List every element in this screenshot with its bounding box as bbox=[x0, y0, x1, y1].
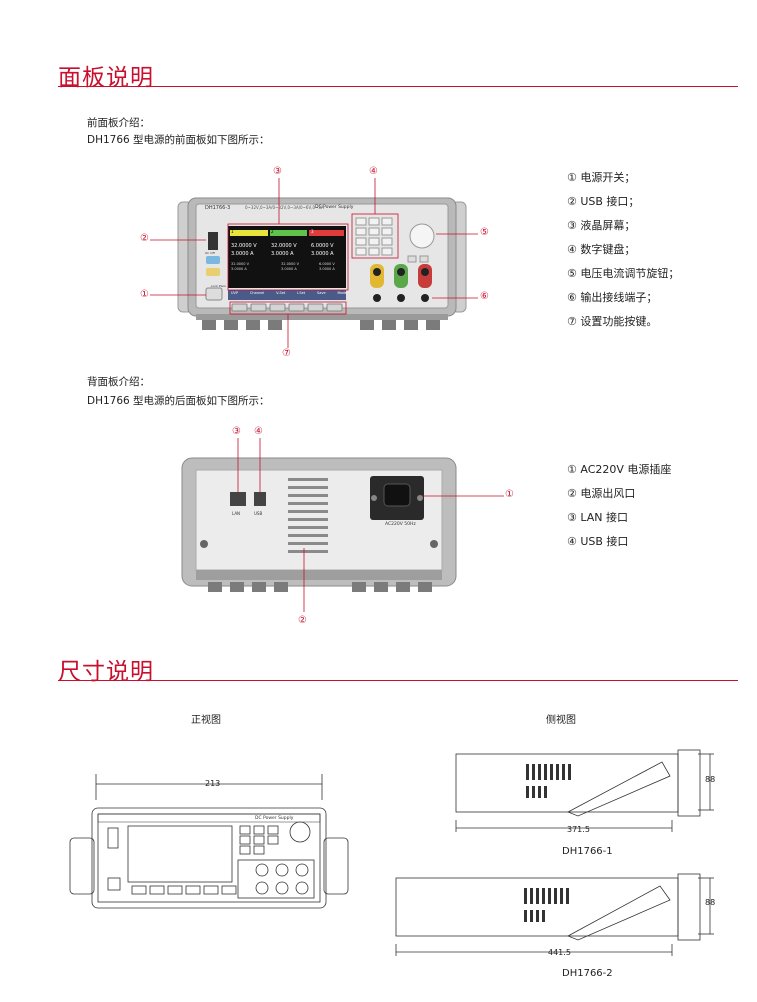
ch3-subreading: 6.0000 V 3.0000 A bbox=[319, 262, 335, 272]
legend-vent: ② 电源出风口 bbox=[567, 487, 636, 500]
model-label-2: DH1766-2 bbox=[562, 968, 613, 979]
ch3-reading: 6.0000 V 3.0000 A bbox=[311, 242, 334, 258]
front-intro-text: DH1766 型电源的前面板如下图所示： bbox=[87, 134, 270, 146]
side-view-label: 侧视图 bbox=[546, 715, 576, 726]
device-type-label: DC Power Supply bbox=[315, 205, 354, 210]
front-callout-3: ③ bbox=[273, 166, 282, 177]
front-callout-4: ④ bbox=[369, 166, 378, 177]
device-spec-label: 0~32V,0~3A/0~32V,0~3A/0~6V,0~3A bbox=[245, 205, 324, 210]
front-callout-5: ⑤ bbox=[480, 227, 489, 238]
ch2-subreading: 32.0000 V 3.0000 A bbox=[281, 262, 299, 272]
ch2-voltage: 32.0000 V bbox=[271, 243, 297, 249]
softkey-iset[interactable]: I-Set bbox=[297, 291, 306, 295]
front-callout-7: ⑦ bbox=[282, 348, 291, 359]
lan-label: LAN bbox=[232, 511, 241, 516]
ch3-set-voltage: 6.0000 V bbox=[319, 262, 335, 266]
ch2-reading: 32.0000 V 3.0000 A bbox=[271, 242, 297, 258]
legend-power-switch: ① 电源开关； bbox=[567, 171, 636, 184]
back-intro-text: DH1766 型电源的后面板如下图所示： bbox=[87, 395, 270, 407]
dim-depth-2: 441.5 bbox=[548, 948, 571, 957]
back-callout-4: ④ bbox=[254, 426, 263, 437]
ch3-tab: 3 bbox=[311, 229, 314, 234]
front-view-label: 正视图 bbox=[191, 715, 221, 726]
power-switch-icon bbox=[205, 287, 223, 301]
ch1-subreading: 32.0000 V 3.0000 A bbox=[231, 262, 249, 272]
usb-b-port-icon bbox=[254, 492, 266, 506]
ch2-tab: 2 bbox=[271, 229, 274, 234]
legend-function-keys: ⑦ 设置功能按键。 bbox=[567, 315, 658, 328]
front-callout-6: ⑥ bbox=[480, 291, 489, 302]
lan-port-icon bbox=[230, 492, 246, 506]
back-callout-1: ① bbox=[505, 489, 514, 500]
front-legend: ① 电源开关； ② USB 接口； ③ 液晶屏幕； ④ 数字键盘； ⑤ 电压电流… bbox=[567, 166, 679, 334]
legend-lcd: ③ 液晶屏幕； bbox=[567, 219, 636, 232]
dim-depth-1: 371.5 bbox=[567, 825, 590, 834]
ch2-set-current: 3.0000 A bbox=[281, 267, 297, 271]
legend-ac-socket: ① AC220V 电源插座 bbox=[567, 463, 672, 476]
ch3-set-current: 3.0000 A bbox=[319, 267, 335, 271]
back-intro-label: 背面板介绍： bbox=[87, 376, 150, 388]
dim-height-2: 88 bbox=[705, 898, 716, 907]
device-model-label: DH1766-3 bbox=[205, 205, 231, 211]
drawing-type-label: DC Power Supply bbox=[255, 816, 294, 821]
softkey-uvp[interactable]: UVP bbox=[231, 291, 239, 295]
legend-usb-back: ④ USB 接口 bbox=[567, 535, 629, 548]
ch3-current: 3.0000 A bbox=[311, 251, 334, 257]
ch1-tab: 1 bbox=[231, 229, 234, 234]
dim-height-1: 88 bbox=[705, 775, 716, 784]
ch1-current: 3.0000 A bbox=[231, 251, 254, 257]
front-panel-illustration bbox=[150, 178, 478, 348]
dim-width: 213 bbox=[205, 779, 221, 788]
lock-label: Lock Pwrs bbox=[211, 284, 226, 288]
usb-label: USB bbox=[254, 511, 263, 516]
side-view-drawing-1 bbox=[455, 749, 714, 832]
section-rule bbox=[58, 86, 738, 87]
front-callout-1: ① bbox=[140, 289, 149, 300]
side-view-drawing-2 bbox=[395, 873, 714, 956]
ch1-set-current: 3.0000 A bbox=[231, 267, 247, 271]
softkey-vset[interactable]: V-Set bbox=[276, 291, 286, 295]
ac-label: AC220V 50Hz bbox=[385, 522, 416, 527]
back-callout-3: ③ bbox=[232, 426, 241, 437]
front-intro-label: 前面板介绍： bbox=[87, 117, 150, 129]
section-rule-2 bbox=[58, 680, 738, 681]
onoff-label: On Off bbox=[205, 251, 215, 255]
usb-port-icon bbox=[208, 232, 218, 250]
softkey-mode[interactable]: Mode bbox=[337, 291, 347, 295]
legend-usb: ② USB 接口； bbox=[567, 195, 640, 208]
ch2-set-voltage: 32.0000 V bbox=[281, 262, 299, 266]
ch1-reading: 32.0000 V 3.0000 A bbox=[231, 242, 257, 258]
legend-knob: ⑤ 电压电流调节旋钮； bbox=[567, 267, 680, 280]
ch1-voltage: 32.0000 V bbox=[231, 243, 257, 249]
softkey-channel[interactable]: Channel bbox=[249, 291, 265, 295]
back-callout-2: ② bbox=[298, 615, 307, 626]
legend-keypad: ④ 数字键盘； bbox=[567, 243, 636, 256]
ch1-set-voltage: 32.0000 V bbox=[231, 262, 249, 266]
front-view-drawing bbox=[69, 774, 349, 909]
ch2-current: 3.0000 A bbox=[271, 251, 294, 257]
back-panel-illustration bbox=[181, 438, 504, 612]
ch3-voltage: 6.0000 V bbox=[311, 243, 334, 249]
back-legend: ① AC220V 电源插座 ② 电源出风口 ③ LAN 接口 ④ USB 接口 bbox=[567, 458, 671, 554]
softkey-labels: UVP Channel V-Set I-Set Save Mode bbox=[231, 291, 347, 295]
softkey-save[interactable]: Save bbox=[317, 291, 326, 295]
front-callout-2: ② bbox=[140, 233, 149, 244]
model-label-1: DH1766-1 bbox=[562, 846, 613, 857]
legend-lan: ③ LAN 接口 bbox=[567, 511, 628, 524]
legend-terminals: ⑥ 输出接线端子； bbox=[567, 291, 658, 304]
